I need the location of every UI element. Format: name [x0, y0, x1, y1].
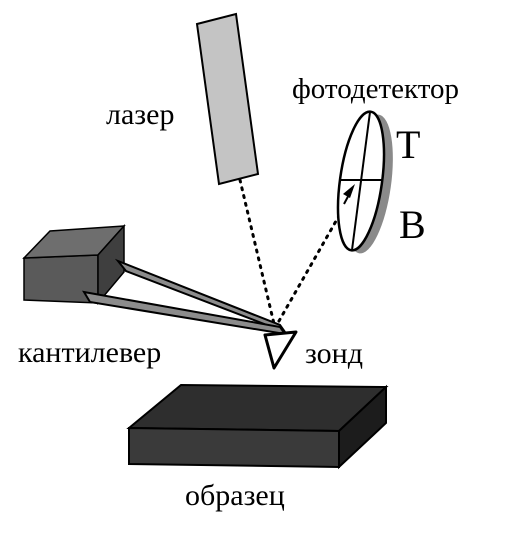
- laser-body: [195, 12, 260, 186]
- cantilever-arm-upper: [114, 258, 288, 335]
- cantilever-label: кантилевер: [18, 336, 161, 369]
- photodetector-bottom-label: B: [399, 202, 426, 247]
- laser: [195, 12, 260, 186]
- sample: [126, 383, 389, 470]
- photodetector: [336, 110, 393, 254]
- sample-label: образец: [185, 479, 285, 512]
- mount-side: [97, 224, 125, 306]
- cantilever-arm-lower: [82, 290, 288, 336]
- cantilever-mount: [22, 224, 126, 306]
- probe-tip: [263, 330, 298, 370]
- photodetector-label: фотодетектор: [292, 73, 459, 105]
- beam-spot-arrow-icon: [343, 184, 355, 198]
- laser-beam: [238, 178, 354, 330]
- beam-spot-arrow-shaft: [343, 188, 353, 205]
- incident-beam: [238, 178, 277, 330]
- probe-label: зонд: [305, 337, 363, 370]
- laser-label: лазер: [106, 98, 174, 131]
- sample-side: [338, 384, 387, 470]
- photodetector-top-label: T: [396, 122, 420, 167]
- sample-front: [128, 426, 340, 469]
